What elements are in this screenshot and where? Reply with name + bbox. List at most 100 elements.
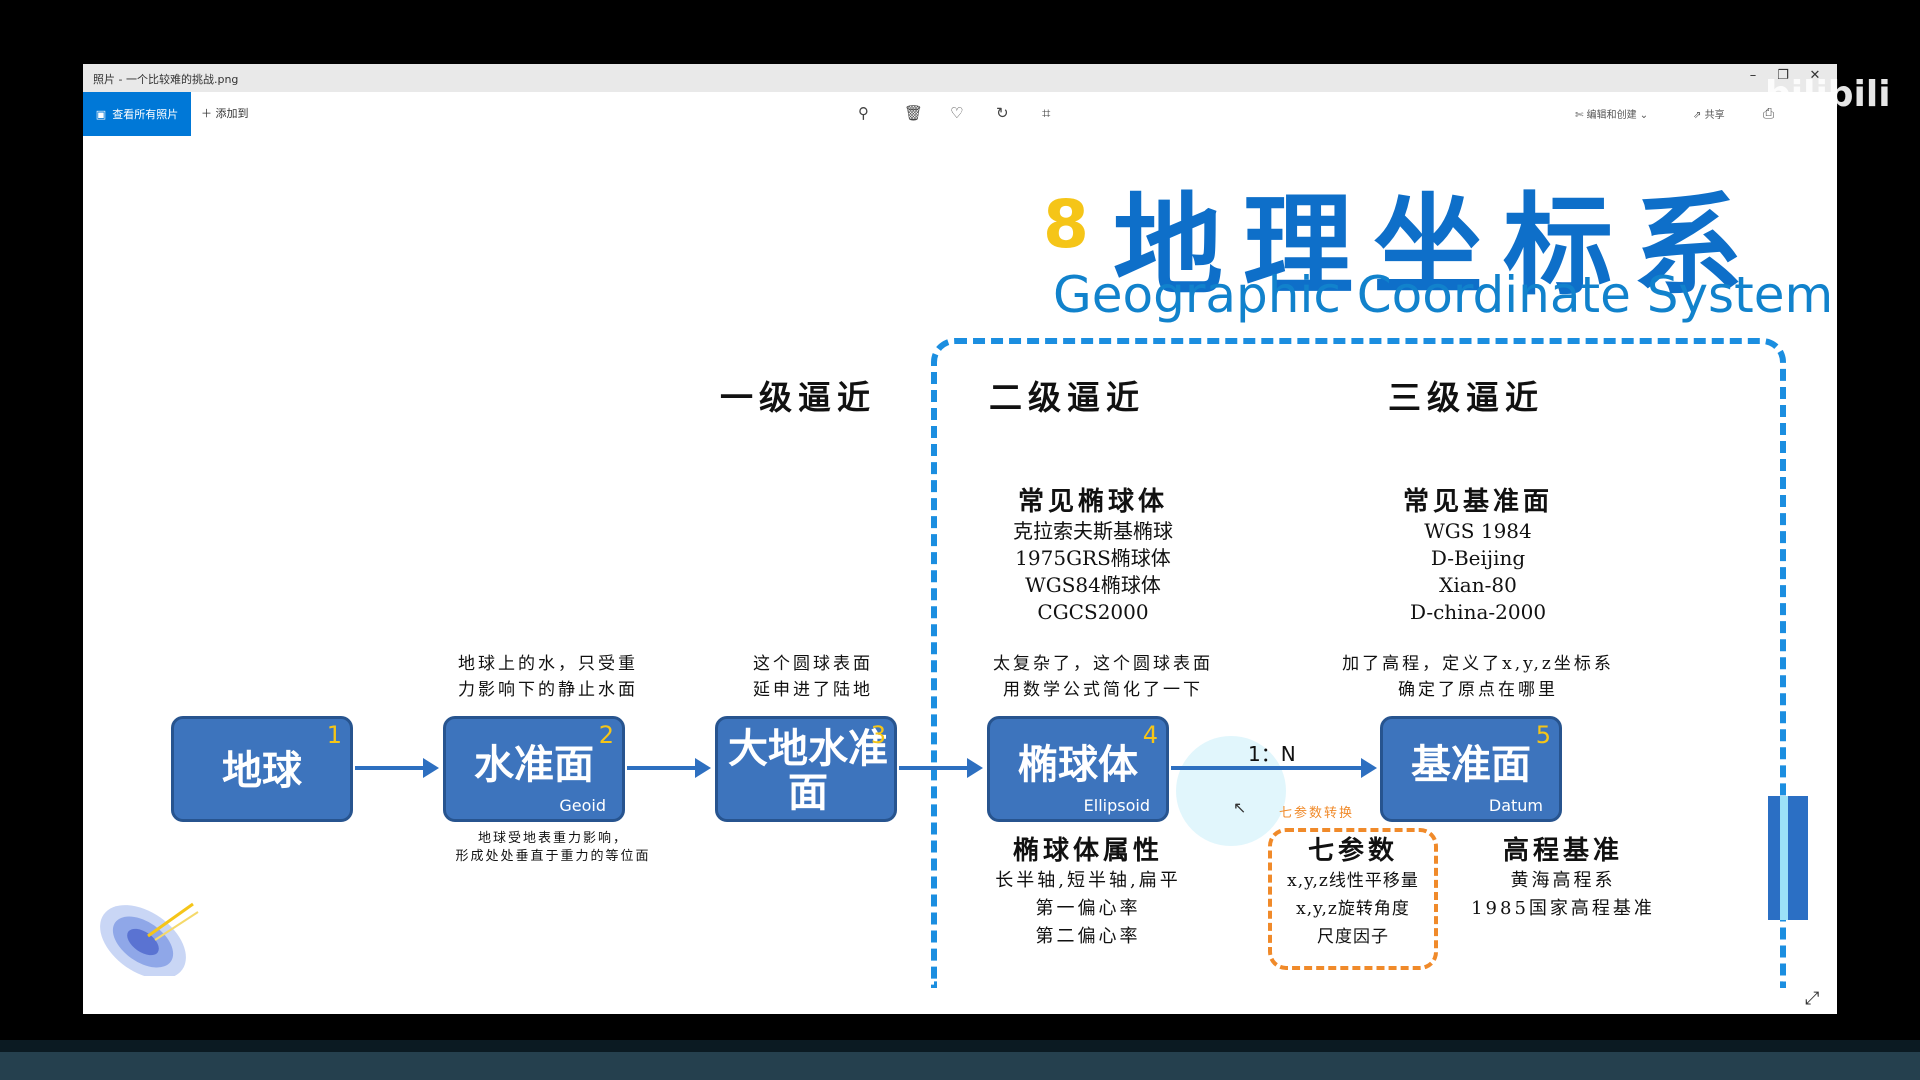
ellipsoids-block: 常见椭球体 克拉索夫斯基椭球 1975GRS椭球体 WGS84椭球体 CGCS2… — [978, 481, 1208, 626]
ellipsoid-desc-line: 用数学公式简化了一下 — [1003, 680, 1203, 700]
share-label: 共享 — [1704, 110, 1725, 121]
favorite-icon[interactable]: ♡ — [950, 104, 964, 122]
box-earth-geoid: 大地水准面 3 — [715, 716, 897, 822]
ellipsoid-item: WGS84椭球体 — [1025, 573, 1161, 597]
ellipsoid-prop: 第一偏心率 — [1035, 898, 1141, 919]
ellipsoid-props-block: 椭球体属性 长半轴,短半轴,扁平 第一偏心率 第二偏心率 — [963, 830, 1213, 951]
toolbar: ▣ 查看所有照片 ＋ 添加到 ⚲ 🗑 ♡ ↻ ⌗ ✄ 编辑和创建 ⌄ ⇗ 共享 … — [83, 92, 1837, 136]
plus-icon: ＋ — [201, 107, 212, 120]
height-item: 黄海高程系 — [1510, 870, 1616, 891]
cursor-icon: ↖ — [1233, 798, 1247, 817]
box-ellipsoid: 椭球体 4 Ellipsoid — [987, 716, 1169, 822]
box-number: 1 — [326, 721, 342, 749]
slide-number: 8 — [1043, 186, 1089, 263]
photo-icon: ▣ — [95, 107, 107, 121]
close-button[interactable]: ✕ — [1809, 68, 1821, 83]
box-earth: 地球 1 — [171, 716, 353, 822]
box-en-label: Datum — [1488, 796, 1543, 815]
dashed-frame — [931, 338, 1786, 988]
datum-item: D-Beijing — [1430, 546, 1526, 570]
box-label: 大地水准面 — [728, 725, 888, 816]
datums-header: 常见基准面 — [1402, 487, 1553, 517]
print-icon[interactable]: ⎙ — [1763, 106, 1775, 122]
arrow-4-5 — [1171, 758, 1377, 778]
window-title: 照片 - 一个比较难的挑战.png — [93, 73, 239, 86]
ellipsoid-prop: 第二偏心率 — [1035, 926, 1141, 947]
geoid-description: 地球上的水，只受重 力影响下的静止水面 — [418, 651, 678, 703]
zoom-icon[interactable]: ⚲ — [858, 104, 869, 122]
target-decoration-icon — [100, 902, 199, 976]
ellipsoid-props-header: 椭球体属性 — [1012, 836, 1163, 866]
edit-create-button[interactable]: ✄ 编辑和创建 ⌄ — [1575, 110, 1649, 121]
ellipsoid-prop: 长半轴,短半轴,扁平 — [995, 870, 1181, 891]
bilibili-watermark: bilibili — [1765, 74, 1891, 115]
geoid-note: 地球受地表重力影响， 形成处处垂直于重力的等位面 — [413, 830, 693, 866]
ellipsoid-desc-line: 太复杂了，这个圆球表面 — [993, 654, 1213, 674]
geoid-note-line: 地球受地表重力影响， — [477, 831, 628, 846]
ellipsoid-item: CGCS2000 — [1037, 600, 1149, 624]
box-label: 基准面 — [1411, 741, 1531, 788]
box-number: 4 — [1142, 721, 1158, 749]
edit-icon: ✄ — [1575, 110, 1584, 121]
add-to-button[interactable]: ＋ 添加到 — [201, 105, 249, 121]
share-icon: ⇗ — [1693, 110, 1702, 121]
rotate-icon[interactable]: ↻ — [996, 104, 1009, 122]
geoid-desc-line: 地球上的水，只受重 — [458, 654, 638, 674]
level-2-label: 二级逼近 — [989, 378, 1145, 417]
box-datum: 基准面 5 Datum — [1380, 716, 1562, 822]
height-datum-block: 高程基准 黄海高程系 1985国家高程基准 — [1453, 830, 1673, 923]
box-label: 地球 — [222, 747, 302, 794]
crop-icon[interactable]: ⌗ — [1042, 104, 1051, 122]
box-number: 3 — [870, 721, 886, 749]
height-item: 1985国家高程基准 — [1471, 898, 1655, 919]
slide-title-en: Geographic Coordinate System — [1053, 266, 1834, 324]
box-label: 椭球体 — [1018, 741, 1138, 788]
seven-param-box — [1268, 828, 1438, 970]
photos-window: 照片 - 一个比较难的挑战.png – ❐ ✕ ▣ 查看所有照片 ＋ 添加到 ⚲… — [83, 64, 1837, 1014]
ratio-label: 1：N — [1248, 742, 1296, 766]
box-number: 2 — [598, 721, 614, 749]
height-header: 高程基准 — [1502, 836, 1623, 866]
image-canvas: 8 地理坐标系 Geographic Coordinate System 一级逼… — [83, 136, 1837, 1014]
datum-description: 加了高程，定义了x,y,z坐标系 确定了原点在哪里 — [1313, 651, 1643, 703]
ellipsoids-header: 常见椭球体 — [1017, 487, 1168, 517]
share-button[interactable]: ⇗ 共享 — [1693, 106, 1725, 121]
box-en-label: Geoid — [559, 796, 606, 815]
datum-desc-line: 加了高程，定义了x,y,z坐标系 — [1342, 654, 1614, 674]
seven-param-transform-label: 七参数转换 — [1279, 806, 1355, 821]
arrow-3-4 — [899, 758, 983, 778]
earth-desc-line: 延申进了陆地 — [753, 680, 873, 700]
slide-title-cn: 地理坐标系 — [1113, 181, 1763, 310]
datum-item: WGS 1984 — [1424, 519, 1532, 543]
seven-param: x,y,z旋转角度 — [1296, 899, 1410, 919]
view-all-photos-button[interactable]: ▣ 查看所有照片 — [83, 92, 191, 136]
delete-icon[interactable]: 🗑 — [904, 104, 924, 122]
datum-item: D-china-2000 — [1409, 600, 1547, 624]
geoid-desc-line: 力影响下的静止水面 — [458, 680, 638, 700]
add-to-label: 添加到 — [215, 107, 249, 120]
seven-param: x,y,z线性平移量 — [1287, 871, 1419, 891]
expand-icon[interactable]: ⤢ — [1805, 988, 1820, 1009]
box-en-label: Ellipsoid — [1083, 796, 1150, 815]
cursor-highlight — [1176, 736, 1286, 846]
ellipsoid-item: 克拉索夫斯基椭球 — [1013, 519, 1173, 543]
arrow-1-2 — [355, 758, 439, 778]
video-progress-bar[interactable] — [0, 1040, 1920, 1080]
earth-geoid-description: 这个圆球表面 延申进了陆地 — [703, 651, 923, 703]
ellipsoid-description: 太复杂了，这个圆球表面 用数学公式简化了一下 — [943, 651, 1263, 703]
seven-param: 尺度因子 — [1317, 927, 1389, 947]
box-number: 5 — [1535, 721, 1551, 749]
datum-item: Xian-80 — [1439, 573, 1517, 597]
title-bar: 照片 - 一个比较难的挑战.png – ❐ ✕ — [83, 64, 1837, 93]
view-all-label: 查看所有照片 — [112, 108, 179, 121]
geoid-note-line: 形成处处垂直于重力的等位面 — [455, 849, 651, 864]
ellipsoid-item: 1975GRS椭球体 — [1015, 546, 1171, 570]
box-label: 水准面 — [474, 741, 594, 788]
restore-button[interactable]: ❐ — [1777, 68, 1789, 83]
minimize-button[interactable]: – — [1749, 68, 1757, 83]
seven-params-block: 七参数 x,y,z线性平移量 x,y,z旋转角度 尺度因子 — [1268, 830, 1438, 951]
datums-block: 常见基准面 WGS 1984 D-Beijing Xian-80 D-china… — [1363, 481, 1593, 626]
decoration-bar — [1768, 796, 1808, 920]
earth-desc-line: 这个圆球表面 — [753, 654, 873, 674]
arrow-2-3 — [627, 758, 711, 778]
